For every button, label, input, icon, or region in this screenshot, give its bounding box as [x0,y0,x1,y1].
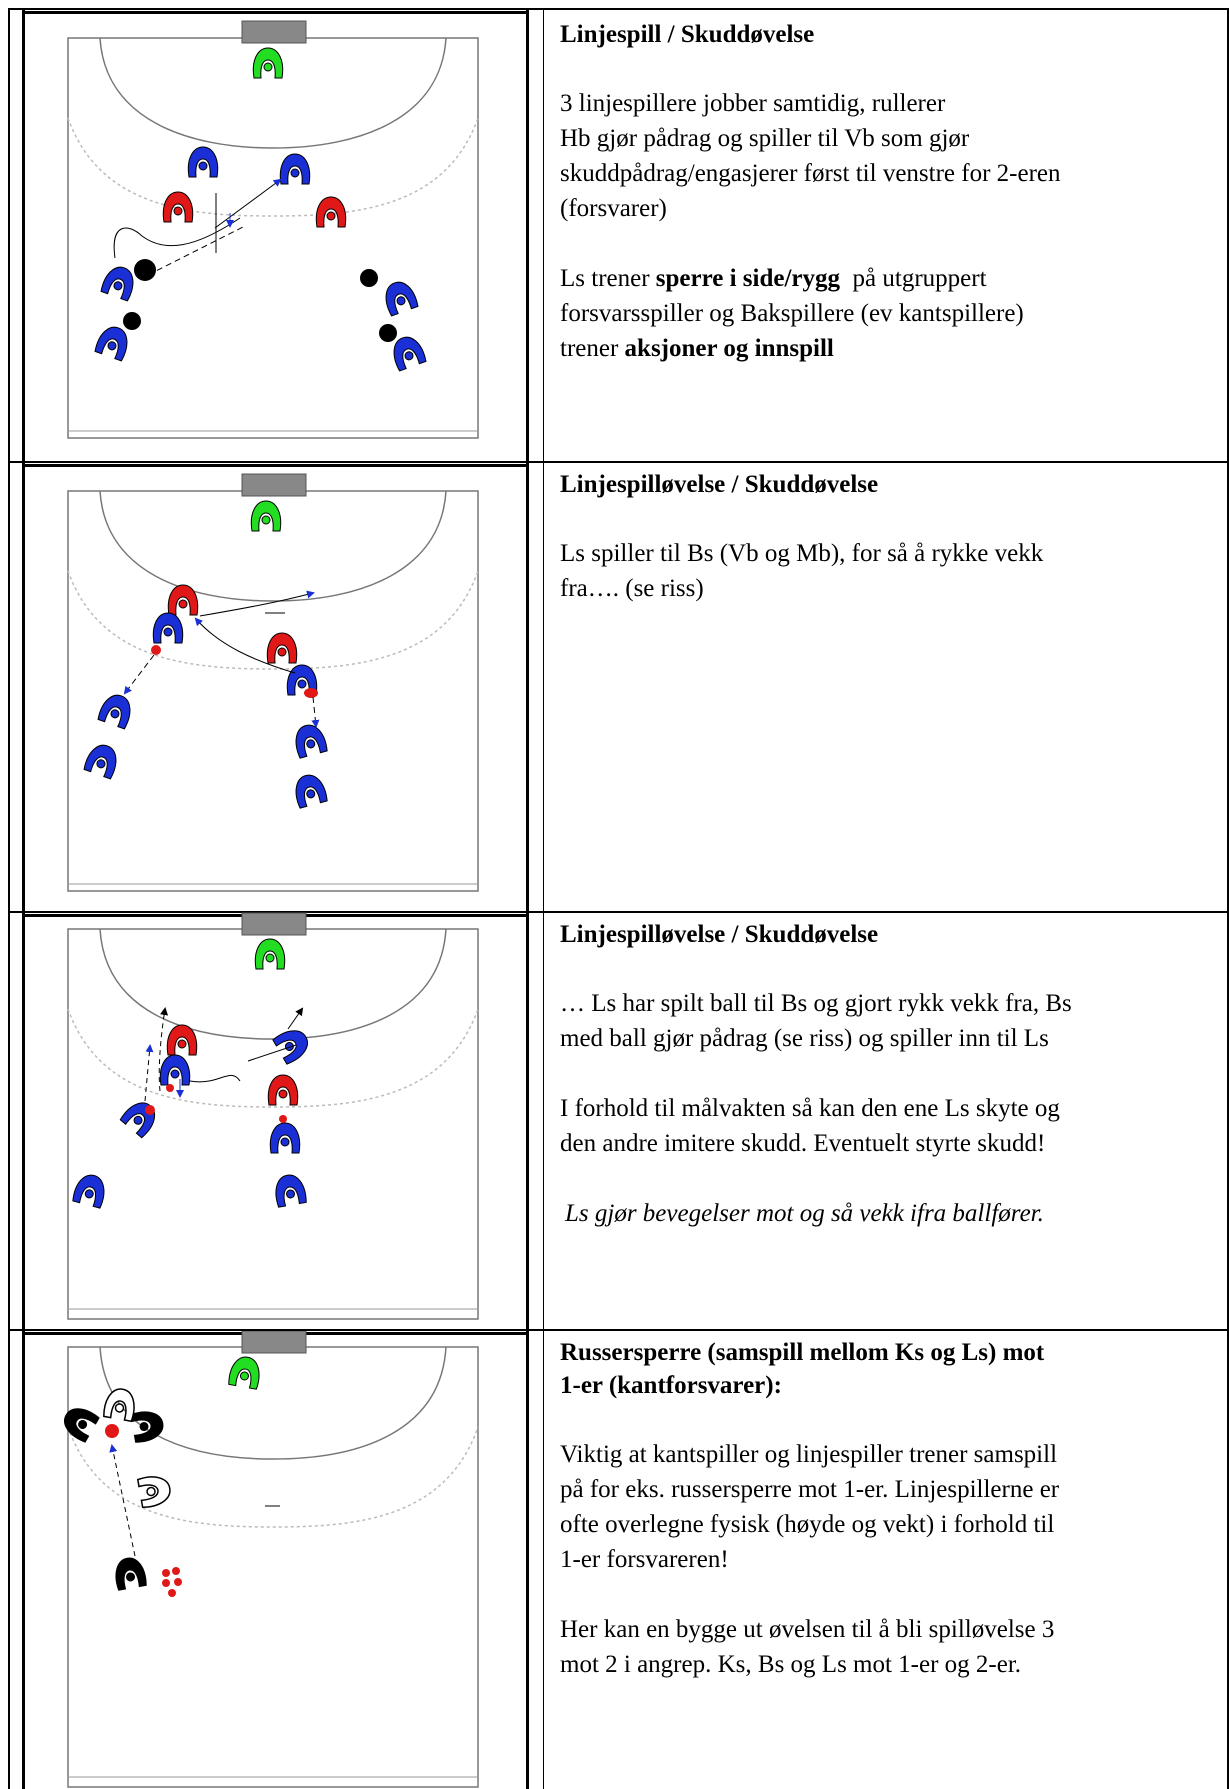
bold-text: sperre i side/rygg [655,265,841,292]
text-line: (forsvarer) [560,195,667,222]
title-line: Russersperre (samspill mellom Ks og Ls) … [560,1339,1045,1366]
text-line: skuddpådrag/engasjerer først til venstre… [560,160,1061,187]
goal-icon [241,20,307,44]
italic-text: Ls gjør bevegelser mot og så vekk ifra b… [565,1200,1044,1227]
text-line: I forhold til målvakten så kan den ene L… [560,1095,1060,1122]
goal-icon [241,1331,307,1354]
text-line: den andre imitere skudd. Eventuelt styrt… [560,1130,1046,1157]
ball-icon [105,1424,182,1597]
bold-text: aksjoner og innspill [624,335,834,362]
text-line: Hb gjør pådrag og spiller til Vb som gjø… [560,125,970,152]
table-border-right [1227,8,1229,1789]
paragraph: Viktig at kantspiller og linjespiller tr… [560,1437,1210,1577]
row-divider-1b [22,464,529,467]
row-divider-2 [8,911,1229,913]
text-line: Viktig at kantspiller og linjespiller tr… [560,1441,1058,1468]
text-line: trener [560,335,625,362]
text-line: 3 linjespillere jobber samtidig, rullere… [560,90,946,117]
text-line: på for eks. russersperre mot 1-er. Linje… [560,1476,1060,1503]
goal-icon [241,473,307,497]
paragraph: Her kan en bygge ut øvelsen til å bli sp… [560,1612,1210,1682]
text-line: Ls trener [560,265,656,292]
text-line: på utgruppert [840,265,987,292]
section-3-text: Linjespilløvelse / Skuddøvelse … Ls har … [560,918,1210,1231]
paragraph: Ls gjør bevegelser mot og så vekk ifra b… [560,1196,1210,1231]
row-divider-3 [8,1329,1229,1331]
table-border-middle2 [543,8,544,1789]
court-diagram-1 [20,8,530,456]
text-line: Ls spiller til Bs (Vb og Mb), for så å r… [560,540,1044,567]
goal-icon [241,912,307,936]
section-4-text: Russersperre (samspill mellom Ks og Ls) … [560,1336,1210,1682]
court-diagram-4 [20,1331,530,1789]
paragraph: Ls spiller til Bs (Vb og Mb), for så å r… [560,536,1210,606]
section-1-text: Linjespill / Skuddøvelse 3 linjespillere… [560,18,1210,366]
row-divider-1 [8,461,1229,463]
text-line: ofte overlegne fysisk (høyde og vekt) i … [560,1511,1055,1538]
text-line: med ball gjør pådrag (se riss) og spille… [560,1025,1049,1052]
title-line: 1-er (kantforsvarer): [560,1372,782,1399]
text-line: mot 2 i angrep. Ks, Bs og Ls mot 1-er og… [560,1651,1022,1678]
section-title: Linjespill / Skuddøvelse [560,21,815,48]
text-line: … Ls har spilt ball til Bs og gjort rykk… [560,990,1072,1017]
court-diagram-2 [20,461,530,907]
ball-icon [123,259,397,342]
text-line: fra…. (se riss) [560,575,704,602]
text-line: forsvarsspiller og Bakspillere (ev kants… [560,300,1024,327]
paragraph: I forhold til målvakten så kan den ene L… [560,1091,1210,1161]
paragraph: 3 linjespillere jobber samtidig, rullere… [560,86,1210,226]
court-diagram-3 [20,911,530,1325]
row1-top [22,11,529,14]
section-title: Russersperre (samspill mellom Ks og Ls) … [560,1336,1210,1402]
table-border-top [8,8,1229,10]
section-title: Linjespilløvelse / Skuddøvelse [560,921,879,948]
paragraph: … Ls har spilt ball til Bs og gjort rykk… [560,986,1210,1056]
ball-icon [151,645,318,698]
section-title: Linjespilløvelse / Skuddøvelse [560,471,879,498]
table-border-inner-left [22,8,25,1789]
table-border-middle [526,8,529,1789]
text-line: 1-er forsvareren! [560,1546,729,1573]
section-2-text: Linjespilløvelse / Skuddøvelse Ls spille… [560,468,1210,606]
paragraph: Ls trener sperre i side/rygg på utgruppe… [560,261,1210,366]
text-line: Her kan en bygge ut øvelsen til å bli sp… [560,1616,1055,1643]
ball-icon [145,1084,287,1123]
table-border-left [8,8,10,1789]
